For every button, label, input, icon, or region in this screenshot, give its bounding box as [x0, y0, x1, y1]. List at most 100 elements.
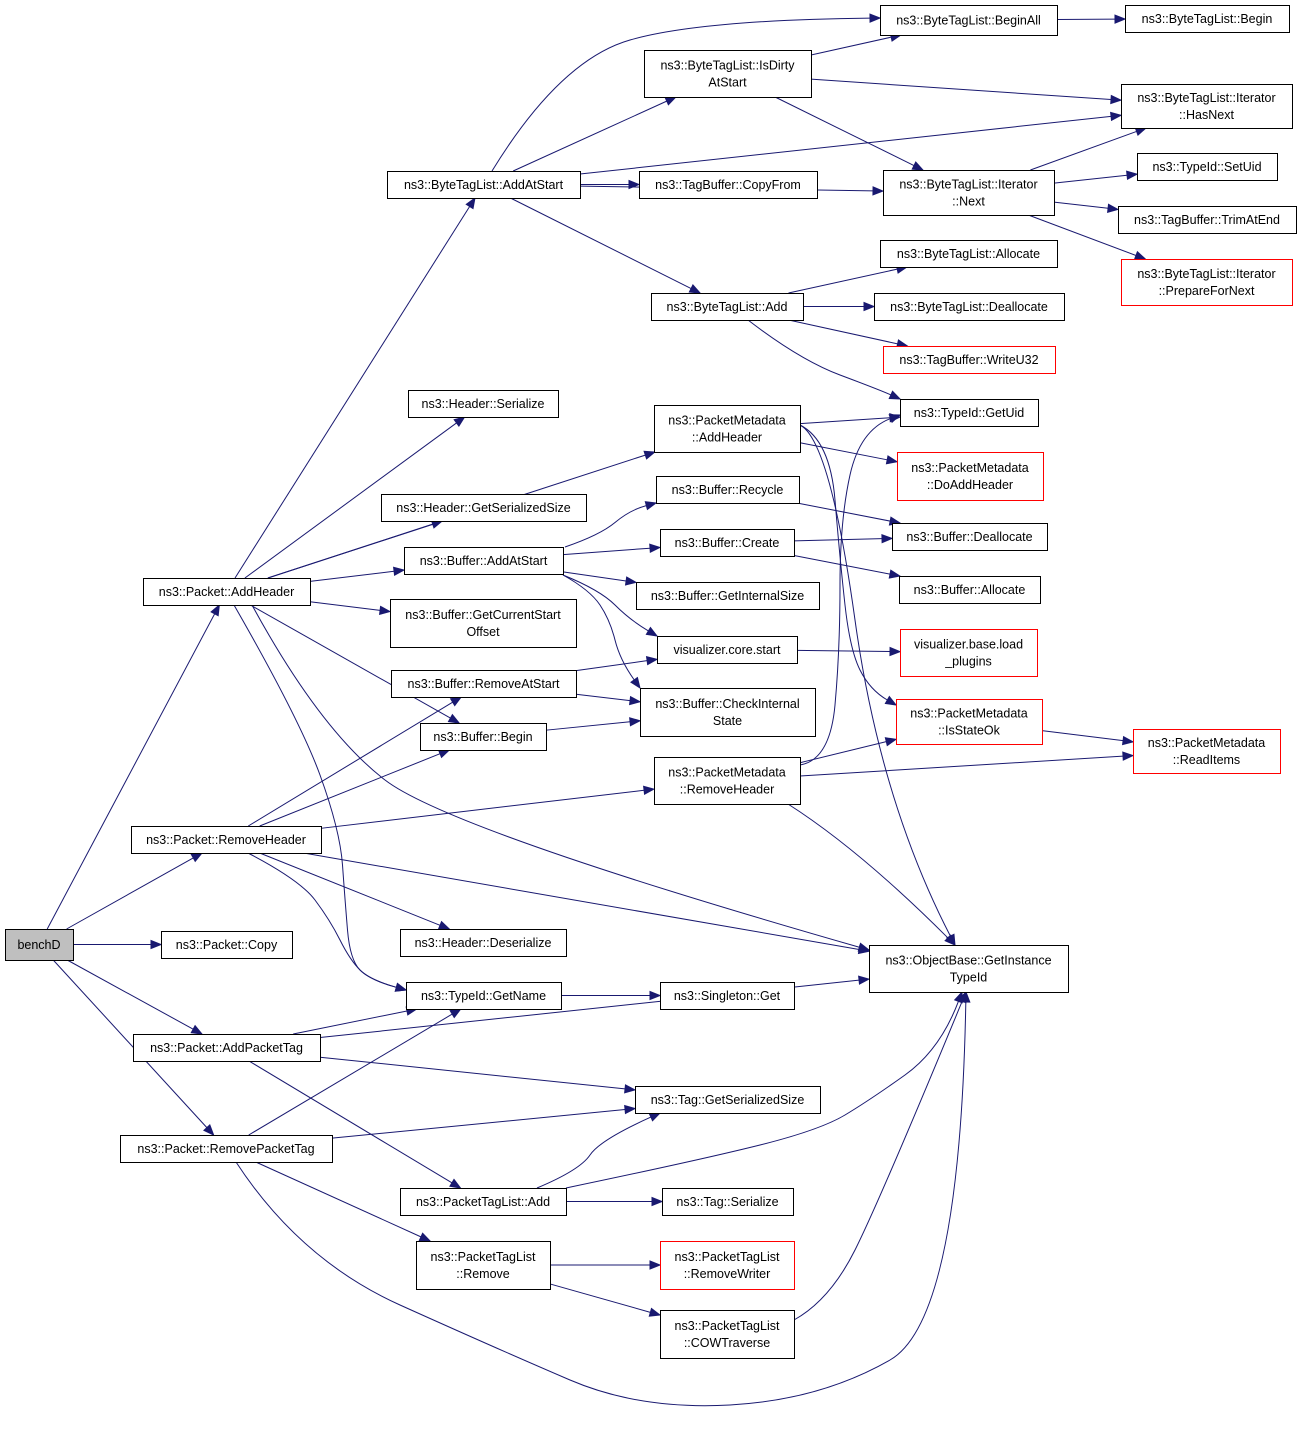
node-pkt_removepackettag[interactable]: ns3::Packet::RemovePacketTag — [120, 1135, 333, 1163]
node-tagbuf_trimatend[interactable]: ns3::TagBuffer::TrimAtEnd — [1118, 206, 1297, 234]
node-pm_isstateok[interactable]: ns3::PacketMetadata::IsStateOk — [896, 699, 1043, 745]
node-hdr_deserialize[interactable]: ns3::Header::Deserialize — [400, 929, 567, 957]
edge-line — [579, 115, 1112, 175]
edge-arrowhead — [863, 301, 876, 312]
node-pm_addheader[interactable]: ns3::PacketMetadata::AddHeader — [654, 405, 801, 453]
edge-benchD-to-pkt_addpackettag — [66, 959, 204, 1035]
node-pkt_addpackettag[interactable]: ns3::Packet::AddPacketTag — [133, 1034, 321, 1062]
node-benchD[interactable]: benchD — [5, 929, 74, 961]
node-buf_begin[interactable]: ns3::Buffer::Begin — [420, 723, 547, 751]
node-box — [892, 523, 1048, 551]
node-buf_allocate[interactable]: ns3::Buffer::Allocate — [899, 576, 1041, 604]
edge-arrowhead — [394, 982, 408, 992]
edge-buf_begin-to-buf_checkinternalstate — [545, 717, 642, 731]
node-label: ns3::TypeId::GetName — [421, 989, 546, 1003]
node-box — [639, 171, 818, 199]
edge-line — [562, 574, 635, 681]
node-pm_doaddheader[interactable]: ns3::PacketMetadata::DoAddHeader — [897, 452, 1044, 501]
node-box — [120, 1135, 333, 1163]
edge-btl_isdirtyatstart-to-btl_iter_next — [774, 96, 925, 171]
node-tag_getsersize[interactable]: ns3::Tag::GetSerializedSize — [635, 1086, 821, 1114]
edge-line — [510, 197, 692, 289]
node-box — [883, 170, 1055, 216]
node-hdr_serialize[interactable]: ns3::Header::Serialize — [408, 390, 559, 418]
node-buf_removeatstart[interactable]: ns3::Buffer::RemoveAtStart — [391, 670, 577, 698]
edge-arrowhead — [150, 939, 163, 950]
edge-line — [491, 17, 871, 172]
node-viz_base_loadplugins[interactable]: visualizer.base.load_plugins — [900, 629, 1038, 677]
edge-pm_addheader-to-pm_isstateok — [799, 424, 898, 706]
node-typeid_getuid[interactable]: ns3::TypeId::GetUid — [900, 399, 1039, 427]
node-label: ::IsStateOk — [938, 724, 1001, 738]
node-buf_addatstart[interactable]: ns3::Buffer::AddAtStart — [404, 547, 564, 575]
node-btl_allocate[interactable]: ns3::ByteTagList::Allocate — [880, 240, 1058, 268]
edge-arrowhead — [885, 455, 899, 465]
node-label: ns3::Packet::AddHeader — [159, 585, 295, 599]
node-btl_beginall[interactable]: ns3::ByteTagList::BeginAll — [880, 5, 1058, 36]
edge-buf_create-to-buf_allocate — [793, 554, 902, 579]
node-pm_readitems[interactable]: ns3::PacketMetadata::ReadItems — [1133, 729, 1281, 774]
node-btl_deallocate[interactable]: ns3::ByteTagList::Deallocate — [874, 293, 1065, 321]
node-label: ns3::Singleton::Get — [674, 989, 781, 1003]
node-buf_getinternalsize[interactable]: ns3::Buffer::GetInternalSize — [636, 582, 820, 610]
node-tag_serialize[interactable]: ns3::Tag::Serialize — [662, 1188, 794, 1216]
node-hdr_getsersize[interactable]: ns3::Header::GetSerializedSize — [381, 494, 587, 522]
node-box — [143, 578, 311, 606]
node-box — [381, 494, 587, 522]
node-label: ::HasNext — [1179, 108, 1234, 122]
edge-benchD-to-pkt_addheader — [46, 603, 220, 930]
node-btl_iter_prepare[interactable]: ns3::ByteTagList::Iterator::PrepareForNe… — [1121, 259, 1293, 306]
node-box — [404, 547, 564, 575]
node-ptl_remove[interactable]: ns3::PacketTagList::Remove — [416, 1241, 551, 1290]
node-buf_recycle[interactable]: ns3::Buffer::Recycle — [656, 476, 800, 504]
node-btl_iter_next[interactable]: ns3::ByteTagList::Iterator::Next — [883, 170, 1055, 216]
edge-pkt_addpackettag-to-typeid_getname — [293, 1006, 419, 1035]
node-pm_removeheader[interactable]: ns3::PacketMetadata::RemoveHeader — [654, 757, 801, 805]
node-typeid_getname[interactable]: ns3::TypeId::GetName — [406, 982, 562, 1010]
edge-line — [793, 1001, 963, 1321]
node-label: ns3::PacketMetadata — [668, 766, 785, 780]
node-ptl_cowtraverse[interactable]: ns3::PacketTagList::COWTraverse — [660, 1310, 795, 1359]
node-ptl_removewriter[interactable]: ns3::PacketTagList::RemoveWriter — [660, 1241, 795, 1290]
edge-btl_addatstart-to-btl_iter_hasnext — [579, 111, 1123, 175]
node-typeid_setuid[interactable]: ns3::TypeId::SetUid — [1137, 153, 1278, 181]
node-label: ns3::PacketMetadata — [668, 414, 785, 428]
edge-btl_addatstart-to-btl_isdirtyatstart — [512, 96, 678, 172]
edge-arrowhead — [688, 284, 702, 294]
node-buf_create[interactable]: ns3::Buffer::Create — [660, 529, 795, 557]
edge-line — [788, 319, 898, 345]
node-ptl_add[interactable]: ns3::PacketTagList::Add — [400, 1188, 567, 1216]
edge-arrowhead — [888, 414, 902, 424]
node-tagbuf_writeu32[interactable]: ns3::TagBuffer::WriteU32 — [883, 346, 1056, 374]
node-btl_add[interactable]: ns3::ByteTagList::Add — [651, 293, 804, 321]
node-box — [406, 982, 562, 1010]
node-box — [660, 529, 795, 557]
node-pkt_copy[interactable]: ns3::Packet::Copy — [161, 931, 293, 959]
node-viz_core_start[interactable]: visualizer.core.start — [657, 636, 798, 664]
edge-buf_addatstart-to-viz_core_start — [562, 574, 659, 637]
node-pkt_addheader[interactable]: ns3::Packet::AddHeader — [143, 578, 311, 606]
node-pkt_removeheader[interactable]: ns3::Packet::RemoveHeader — [131, 826, 322, 854]
node-buf_deallocate[interactable]: ns3::Buffer::Deallocate — [892, 523, 1048, 551]
node-label: ns3::ByteTagList::BeginAll — [896, 14, 1041, 28]
node-label: ::RemoveHeader — [680, 783, 775, 797]
edge-line — [810, 36, 892, 56]
node-singleton_get[interactable]: ns3::Singleton::Get — [660, 982, 795, 1010]
edge-pm_addheader-to-pm_doaddheader — [799, 442, 899, 465]
node-btl_addatstart[interactable]: ns3::ByteTagList::AddAtStart — [387, 171, 581, 199]
node-box — [900, 629, 1038, 677]
edge-btl_isdirtyatstart-to-btl_iter_hasnext — [810, 78, 1123, 105]
edge-btl_iter_next-to-tagbuf_trimatend — [1053, 201, 1120, 213]
node-tagbuf_copyfrom[interactable]: ns3::TagBuffer::CopyFrom — [639, 171, 818, 199]
node-btl_begin[interactable]: ns3::ByteTagList::Begin — [1125, 5, 1290, 33]
node-btl_iter_hasnext[interactable]: ns3::ByteTagList::Iterator::HasNext — [1121, 84, 1293, 129]
edge-line — [564, 505, 647, 548]
edge-arrowhead — [1107, 203, 1120, 213]
node-box — [660, 1310, 795, 1359]
edge-line — [320, 789, 645, 829]
edge-line — [309, 570, 395, 582]
